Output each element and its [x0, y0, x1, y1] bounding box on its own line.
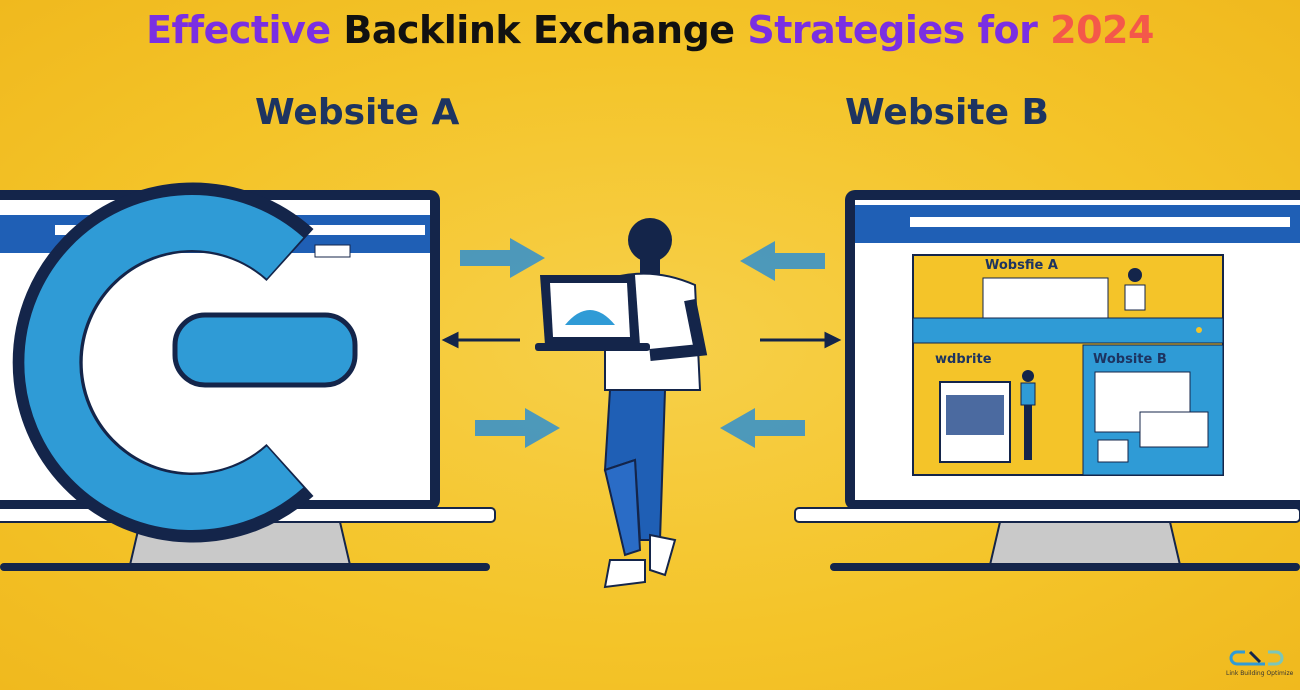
page-title: Effective Backlink Exchange Strategies f… — [0, 8, 1300, 52]
title-year: 2024 — [1050, 8, 1154, 52]
monitor-right — [794, 190, 1300, 571]
inner-website-b-label: Wobsite B — [1093, 352, 1167, 367]
c-logo-icon — [12, 182, 358, 543]
person-with-laptop — [535, 218, 708, 589]
brand-logo-text: Link Building Optimize — [1226, 670, 1294, 677]
website-b-label: Website B — [845, 92, 1049, 133]
brand-logo-icon — [1229, 650, 1284, 666]
title-part-3: Strategies for — [747, 8, 1038, 52]
title-part-2: Backlink Exchange — [343, 8, 735, 52]
straight-arrow-icons — [441, 331, 842, 349]
inner-website-label: wdbrite — [935, 352, 992, 367]
inner-website-a-label: Wobsfie A — [985, 258, 1058, 273]
curved-arrow-icons — [460, 238, 825, 448]
website-a-label: Website A — [255, 92, 460, 133]
title-part-1: Effective — [146, 8, 331, 52]
